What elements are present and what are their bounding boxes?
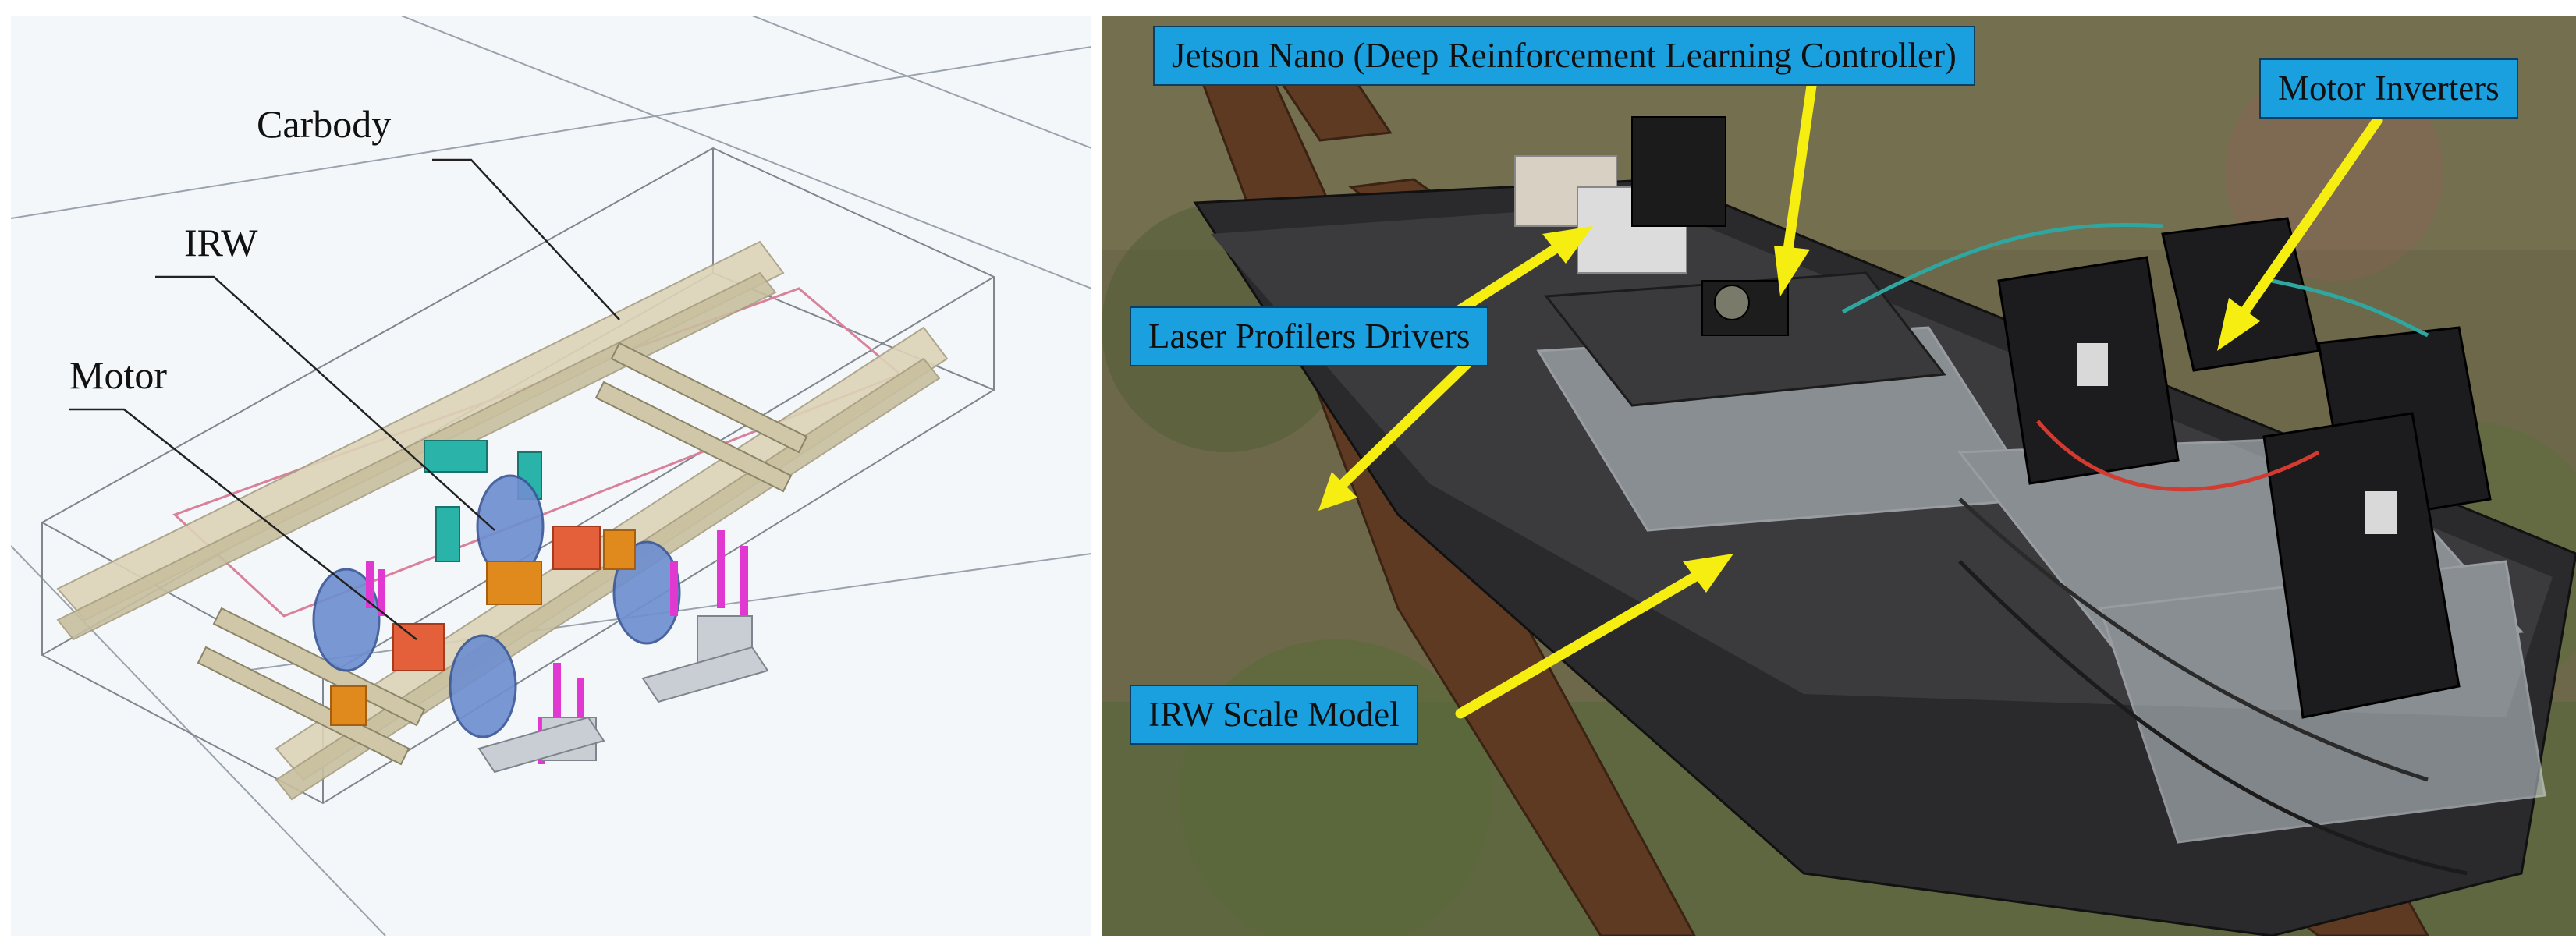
callout-irw-scale-model: IRW Scale Model [1130,685,1418,745]
wheel-housings [477,615,769,774]
irw-label: IRW [184,221,258,264]
cross-shafts [197,342,808,766]
carbody-label: Carbody [257,102,392,146]
inverter-labels [2077,343,2397,534]
callout-motor-inverters: Motor Inverters [2259,58,2518,119]
callout-arrows [1318,80,2383,719]
callout-laser-profilers-drivers: Laser Profilers Drivers [1130,306,1489,366]
prototype-photo [1102,16,2576,936]
callout-jetson-nano: Jetson Nano (Deep Reinforcement Learning… [1153,26,1975,86]
cad-model-panel: Carbody IRW Motor [11,16,1091,936]
jetson-nano-board [1544,271,1946,407]
mount-blocks [330,529,636,726]
motors [392,526,601,671]
ground-grid [11,16,1091,936]
cables [1841,222,2468,876]
laser-driver-modules [1514,116,1726,274]
cad-drawing [11,16,1091,936]
leader-lines [69,158,620,640]
photo-panel: Jetson Nano (Deep Reinforcement Learning… [1102,16,2576,936]
motor-label: Motor [69,353,167,397]
